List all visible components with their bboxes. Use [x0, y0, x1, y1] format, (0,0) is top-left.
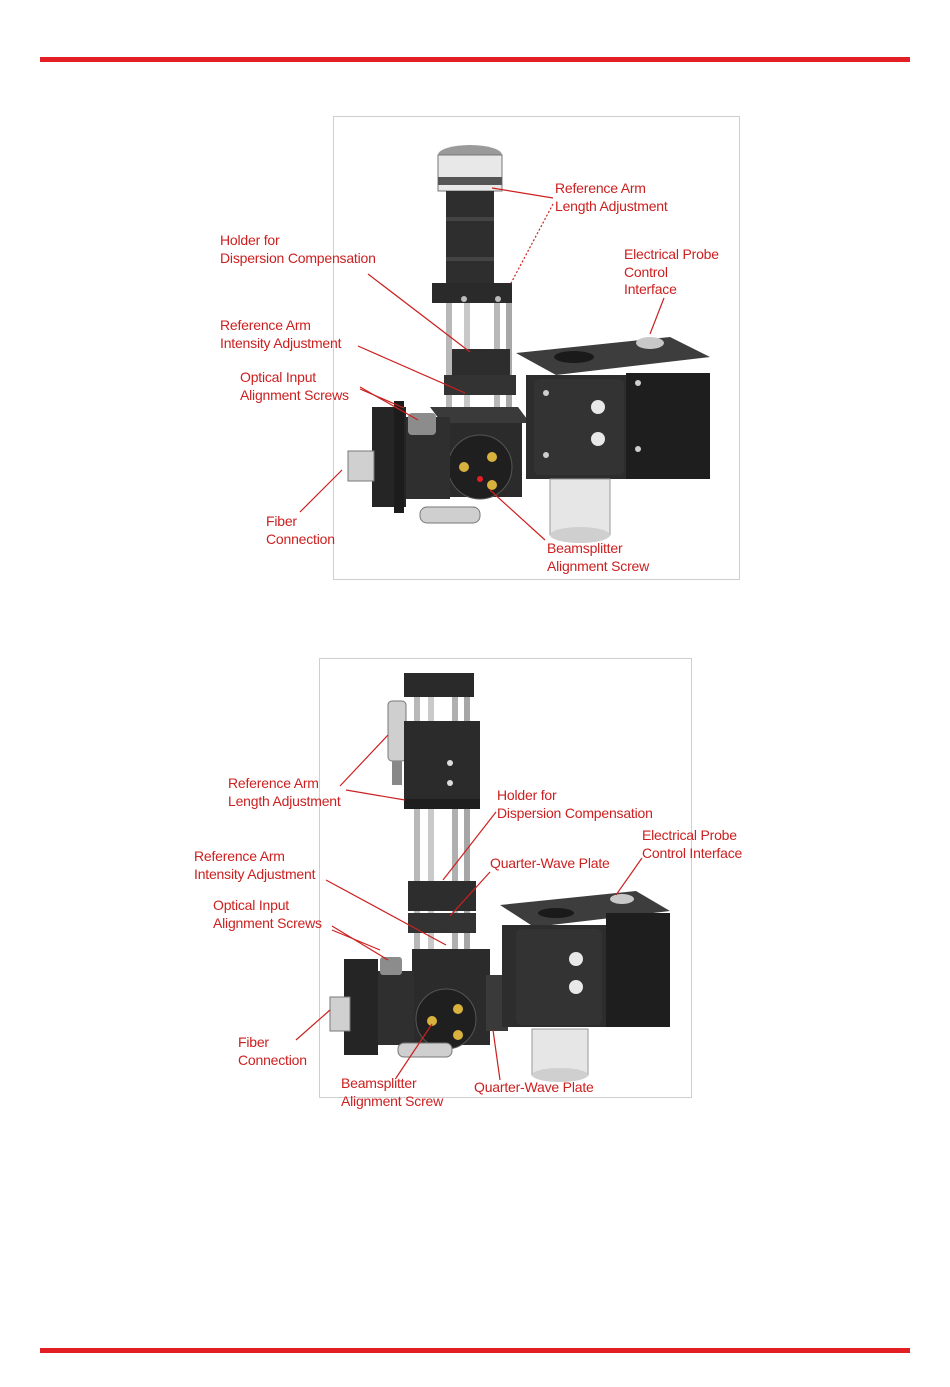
beamsplitter-dial — [415, 988, 477, 1050]
rod — [446, 303, 452, 413]
top-red-rule — [40, 57, 910, 62]
fig2-label-holder-dispersion: Holder for Dispersion Compensation — [497, 787, 653, 821]
fig2-label-ref-arm-length: Reference Arm Length Adjustment — [228, 775, 341, 809]
probe-connector — [636, 337, 664, 349]
bottom-lens — [549, 478, 611, 536]
fig2-label-optical-input: Optical Input Alignment Screws — [213, 897, 322, 931]
probe-connector — [610, 894, 634, 904]
fig2-label-quarter-wave-lower: Quarter-Wave Plate — [474, 1079, 594, 1095]
figure-1-frame — [333, 116, 740, 580]
holder-block — [408, 881, 476, 911]
fig1-label-ref-arm-length: Reference Arm Length Adjustment — [555, 180, 668, 214]
fig2-label-fiber-connection: Fiber Connection — [238, 1034, 307, 1068]
translation-stage — [404, 721, 480, 799]
probe-box-top — [516, 337, 710, 375]
top-plate — [404, 673, 474, 697]
fig2-label-quarter-wave-upper: Quarter-Wave Plate — [490, 855, 610, 871]
fig2-label-beamsplitter: Beamsplitter Alignment Screw — [341, 1075, 444, 1109]
fiber-connector — [329, 996, 351, 1032]
figure-1-device-illustration — [347, 145, 710, 543]
rod — [414, 697, 420, 967]
rod — [428, 697, 434, 967]
micrometer — [419, 506, 481, 524]
micrometer — [397, 1042, 453, 1058]
fiber-connector — [347, 450, 375, 482]
lens-tube — [446, 191, 494, 287]
fig1-label-holder-dispersion: Holder for Dispersion Compensation — [220, 232, 376, 266]
holder-block — [444, 375, 516, 395]
fig1-label-beamsplitter: Beamsplitter Alignment Screw — [547, 540, 650, 574]
figure-2-device-illustration — [329, 673, 670, 1082]
lens-ring — [437, 154, 503, 192]
fig2-label-ref-arm-intensity: Reference Arm Intensity Adjustment — [194, 848, 316, 882]
bottom-lens — [531, 1028, 589, 1076]
beamsplitter-dial — [447, 434, 513, 500]
bottom-red-rule — [40, 1348, 910, 1353]
fig1-label-ref-arm-intensity: Reference Arm Intensity Adjustment — [220, 317, 342, 351]
fig1-label-optical-input: Optical Input Alignment Screws — [240, 369, 349, 403]
micrometer — [387, 700, 407, 762]
figure-2-frame — [319, 658, 692, 1098]
holder-block — [408, 913, 476, 933]
fig2-label-electrical-probe: Electrical Probe Control Interface — [642, 827, 743, 861]
cube-top — [430, 407, 530, 423]
holder-block — [452, 349, 510, 375]
fig1-label-fiber-connection: Fiber Connection — [266, 513, 335, 547]
fig1-label-electrical-probe: Electrical Probe Control Interface — [624, 246, 719, 297]
